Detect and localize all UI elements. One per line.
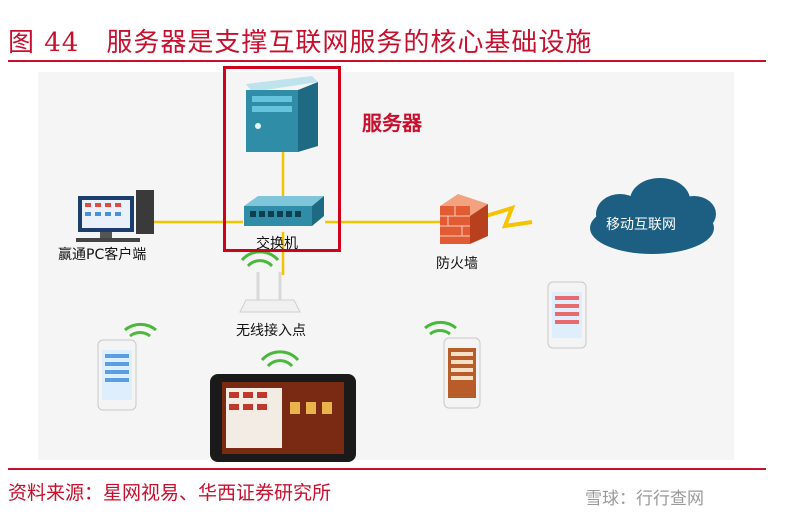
access-point-label: 无线接入点 bbox=[236, 323, 306, 339]
access-point-icon bbox=[239, 272, 301, 313]
server-highlight-box bbox=[223, 66, 341, 252]
server-label: 服务器 bbox=[362, 111, 422, 135]
footer-rule bbox=[8, 468, 766, 470]
wifi-signal-icon-phone-left bbox=[124, 322, 157, 338]
diagram-panel bbox=[38, 72, 734, 460]
pc-client-label: 赢通PC客户端 bbox=[58, 247, 147, 263]
wifi-signal-icon-ap bbox=[240, 250, 280, 268]
server-icon bbox=[246, 76, 318, 152]
phone-icon-left bbox=[97, 339, 137, 411]
wifi-signal-icon-tablet bbox=[260, 350, 300, 368]
source-note: 资料来源：星网视易、华西证券研究所 bbox=[8, 482, 332, 504]
cloud-icon bbox=[590, 178, 716, 254]
pc-client-icon bbox=[76, 190, 154, 242]
wireless-link-bolt bbox=[485, 204, 533, 229]
watermark: 雪球：行行查网 bbox=[585, 489, 704, 509]
phone-icon-right-top bbox=[547, 281, 587, 349]
phone-icon-middle bbox=[443, 337, 481, 409]
cables bbox=[150, 150, 440, 275]
title-rule bbox=[8, 60, 766, 62]
cloud-label: 移动互联网 bbox=[606, 217, 676, 233]
tablet-icon bbox=[210, 374, 356, 462]
figure-title: 图 44 服务器是支撑互联网服务的核心基础设施 bbox=[8, 28, 593, 58]
firewall-icon bbox=[440, 194, 488, 244]
wifi-signal-icon-phone-right bbox=[424, 320, 457, 336]
switch-icon bbox=[244, 196, 324, 226]
switch-label: 交换机 bbox=[256, 236, 298, 252]
firewall-label: 防火墙 bbox=[436, 256, 478, 272]
